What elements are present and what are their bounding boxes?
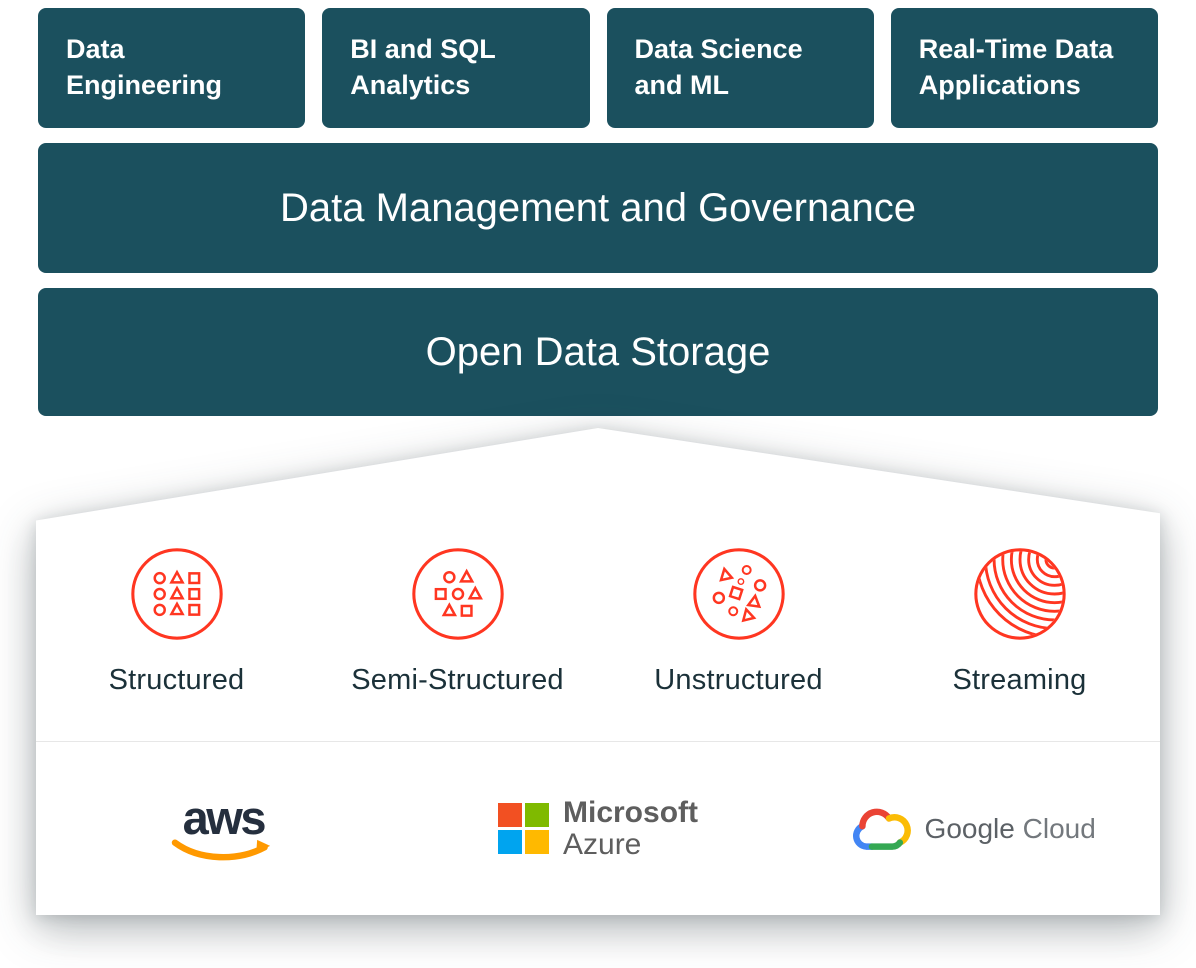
layer-box-label: Real-Time Data Applications bbox=[918, 34, 1114, 100]
microsoft-square-blue bbox=[498, 830, 522, 854]
data-type-label: Structured bbox=[108, 664, 245, 696]
aws-logo: aws bbox=[170, 794, 276, 863]
house-divider-line bbox=[36, 741, 1160, 742]
lakehouse-house-panel-shadow: Structured Semi-Structured bbox=[36, 428, 1160, 915]
data-type-semi-structured: Semi-Structured bbox=[317, 546, 598, 697]
layer-box-label: Data Science and ML bbox=[634, 34, 803, 100]
microsoft-square-green bbox=[525, 803, 549, 827]
lakehouse-house-panel: Structured Semi-Structured bbox=[36, 428, 1160, 915]
cloud-providers-row: aws bbox=[36, 742, 1160, 915]
google-cloud-icon bbox=[852, 808, 911, 850]
flowing-lines-icon bbox=[972, 546, 1068, 642]
data-type-structured: Structured bbox=[36, 546, 317, 697]
azure-logo-cell: Microsoft Azure bbox=[411, 795, 786, 861]
structured-grid-icon bbox=[129, 546, 225, 642]
band-label: Data Management and Governance bbox=[280, 185, 916, 230]
layer-box-bi-sql-analytics: BI and SQL Analytics bbox=[322, 8, 590, 128]
aws-logo-cell: aws bbox=[36, 794, 411, 863]
band-label: Open Data Storage bbox=[425, 329, 771, 374]
band-open-data-storage: Open Data Storage bbox=[38, 288, 1158, 416]
layer-box-data-engineering: Data Engineering bbox=[38, 8, 306, 128]
cloud-word: Cloud bbox=[1022, 812, 1096, 844]
data-type-label: Unstructured bbox=[654, 664, 823, 696]
google-word: Google bbox=[924, 812, 1015, 844]
layer-box-data-science-ml: Data Science and ML bbox=[606, 8, 874, 128]
microsoft-word: Microsoft bbox=[563, 795, 698, 829]
layer-box-realtime-data-apps: Real-Time Data Applications bbox=[890, 8, 1158, 128]
azure-word: Azure bbox=[563, 827, 642, 861]
aws-wordmark: aws bbox=[182, 791, 267, 844]
microsoft-azure-logo: Microsoft Azure bbox=[498, 795, 698, 861]
workload-boxes-row: Data Engineering BI and SQL Analytics Da… bbox=[38, 8, 1158, 128]
semi-structured-grid-icon bbox=[410, 546, 506, 642]
microsoft-squares-icon bbox=[498, 803, 549, 854]
microsoft-square-red bbox=[498, 803, 522, 827]
data-type-label: Streaming bbox=[952, 664, 1087, 696]
aws-smile-arrow-icon bbox=[172, 839, 271, 861]
scattered-shapes-icon bbox=[691, 546, 787, 642]
layer-box-label: BI and SQL Analytics bbox=[350, 34, 496, 100]
microsoft-square-yellow bbox=[525, 830, 549, 854]
band-data-management-governance: Data Management and Governance bbox=[38, 143, 1158, 273]
data-type-label: Semi-Structured bbox=[351, 664, 564, 696]
data-type-streaming: Streaming bbox=[879, 546, 1160, 697]
data-type-unstructured: Unstructured bbox=[598, 546, 879, 697]
google-cloud-logo-cell: Google Cloud bbox=[785, 805, 1160, 852]
layer-box-label: Data Engineering bbox=[66, 34, 223, 100]
google-cloud-logo: Google Cloud bbox=[850, 805, 1096, 852]
google-cloud-wordmark: Google Cloud bbox=[925, 813, 1096, 845]
data-types-row: Structured Semi-Structured bbox=[36, 546, 1160, 697]
microsoft-azure-wordmark: Microsoft Azure bbox=[563, 795, 698, 861]
